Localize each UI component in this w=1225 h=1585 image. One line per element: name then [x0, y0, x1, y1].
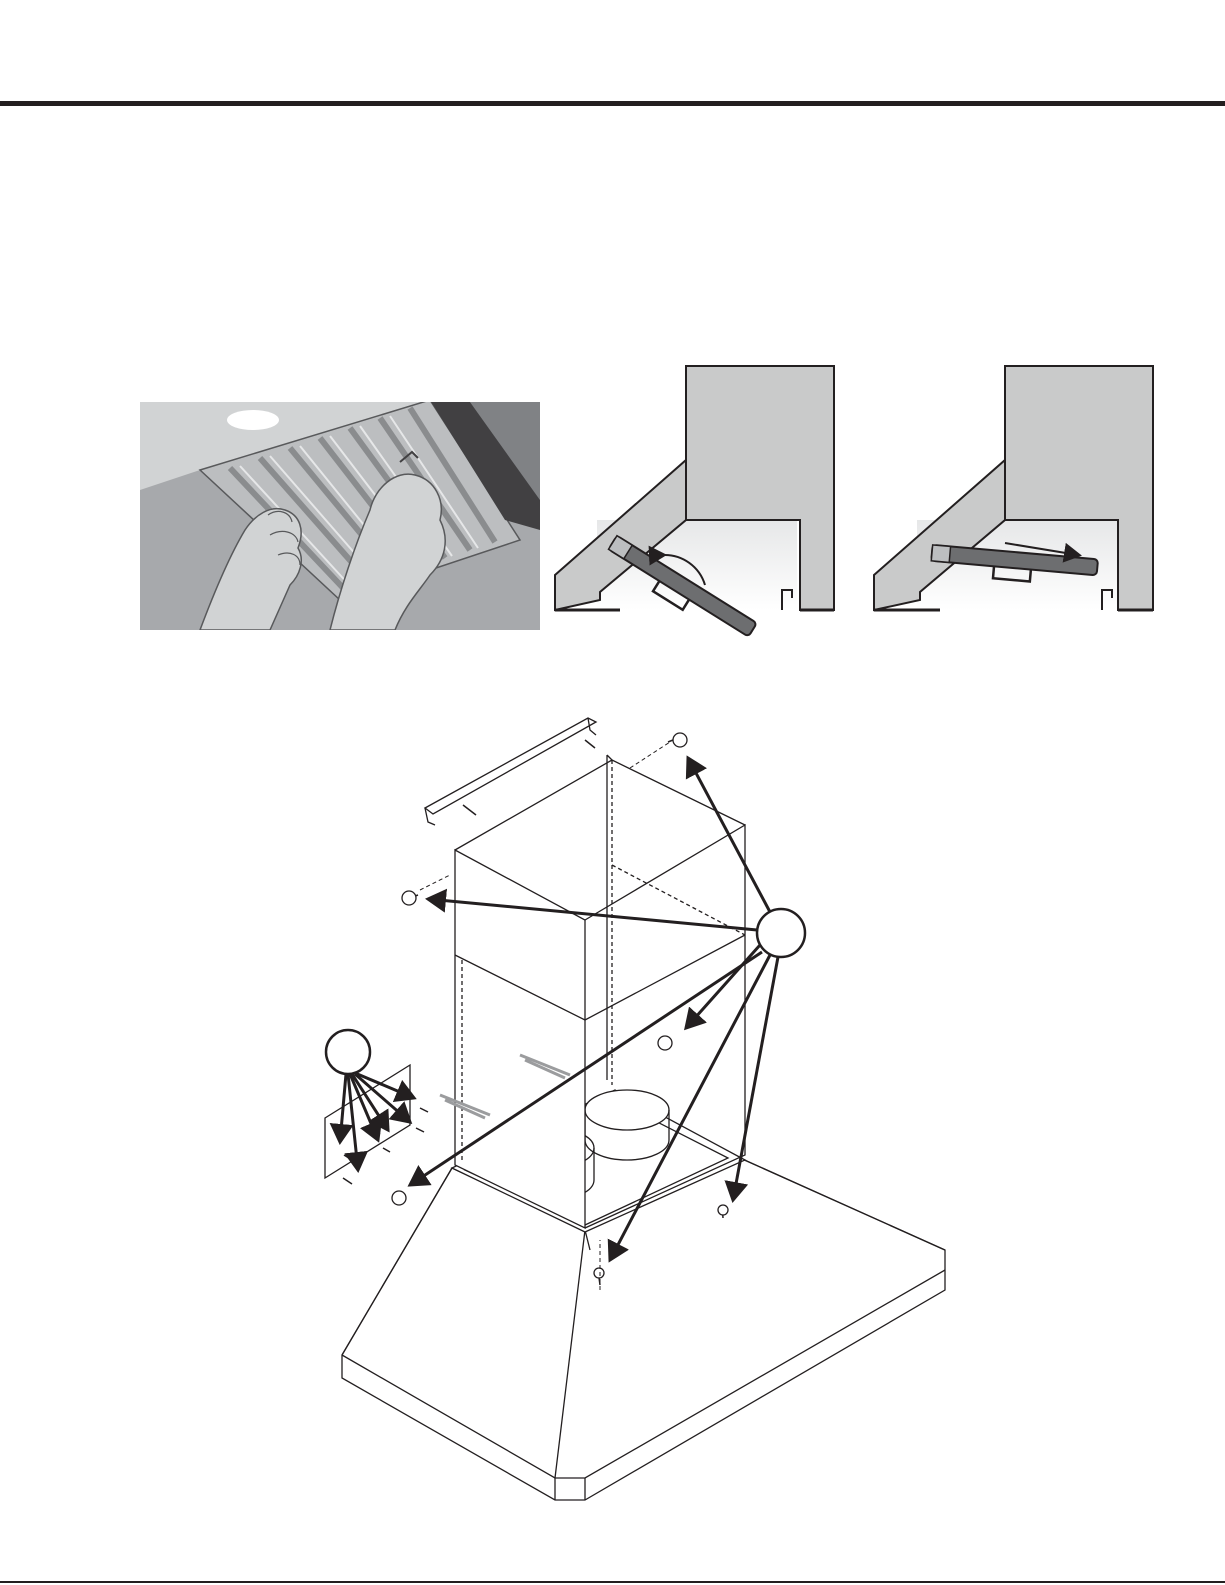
callout-circle-small: [326, 1030, 370, 1074]
filter-removal-hands-figure: [140, 400, 540, 630]
callout-circle-large: [757, 909, 805, 957]
filter-slide-figure: [874, 366, 1153, 610]
filter-tilt-figure: [555, 366, 834, 647]
exploded-hood-figure: [325, 718, 945, 1500]
hood-light-icon: [227, 410, 279, 430]
